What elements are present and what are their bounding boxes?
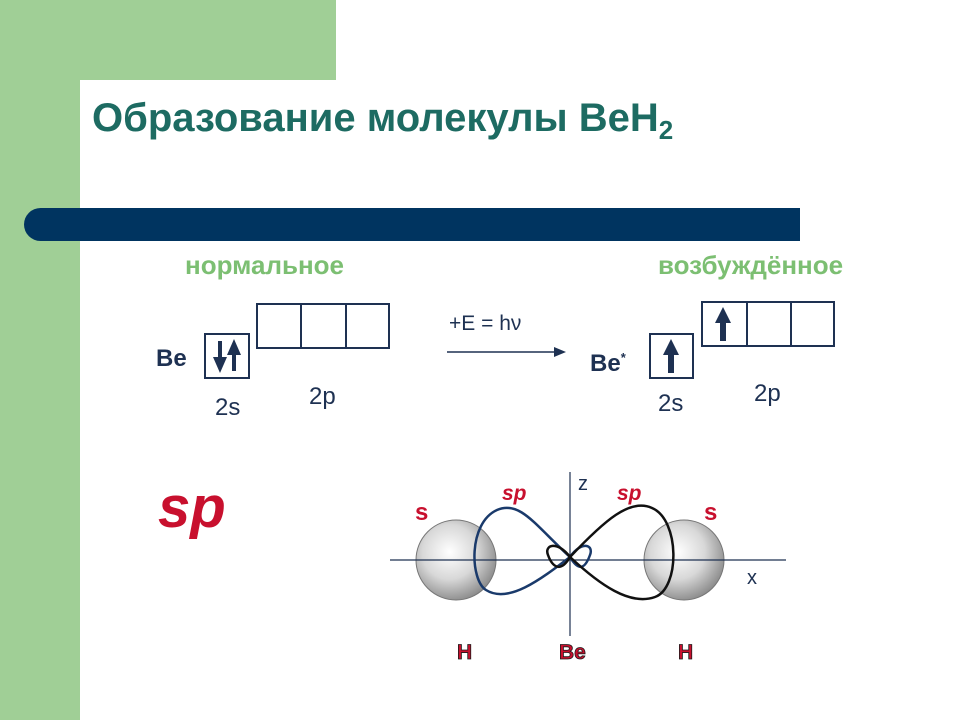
title-subscript: 2 bbox=[658, 115, 674, 145]
slide-title: Образование молекулы BeH2 bbox=[92, 96, 674, 145]
z-axis-label: z bbox=[578, 473, 588, 495]
excited-2p-cell bbox=[703, 303, 748, 345]
transition-label: +E = hν bbox=[449, 312, 522, 335]
title-divider-bar bbox=[24, 208, 800, 241]
be-excited-symbol: Be* bbox=[590, 350, 626, 377]
sp-label-left: sp bbox=[502, 482, 527, 505]
excited-mark: * bbox=[620, 350, 626, 365]
normal-2p-label: 2p bbox=[309, 383, 336, 410]
sp-lobe-right bbox=[568, 504, 675, 601]
green-side-strip bbox=[0, 0, 80, 720]
excited-2s-box bbox=[649, 333, 694, 379]
excited-2p-boxes bbox=[701, 301, 835, 347]
up-electron-icon bbox=[663, 339, 679, 373]
normal-2p-boxes bbox=[256, 303, 390, 349]
excited-state-label: возбуждённое bbox=[658, 250, 844, 280]
h-atom-left: H bbox=[457, 641, 472, 664]
s-label-right: s bbox=[704, 499, 717, 526]
h-atom-right: H bbox=[678, 641, 693, 664]
normal-state-label: нормальное bbox=[185, 250, 345, 280]
paired-electrons-icon bbox=[213, 339, 241, 373]
sp-small-lobe-right bbox=[546, 544, 572, 568]
green-top-block bbox=[0, 0, 336, 80]
normal-2s-box bbox=[204, 333, 250, 379]
x-axis-label: x bbox=[747, 567, 757, 589]
normal-2p-cell bbox=[258, 305, 302, 347]
normal-2s-label: 2s bbox=[215, 394, 241, 421]
excited-2p-cell bbox=[748, 303, 792, 345]
normal-2p-cell bbox=[302, 305, 347, 347]
excited-2s-label: 2s bbox=[658, 390, 684, 417]
sp-lobe-left bbox=[473, 506, 572, 596]
hybridization-label: sp bbox=[158, 475, 226, 540]
be-atom-center: Be bbox=[559, 641, 586, 664]
be-symbol: Be bbox=[156, 345, 187, 372]
s-label-left: s bbox=[415, 499, 428, 526]
sp-small-lobe-left bbox=[568, 544, 593, 568]
sp-label-right: sp bbox=[617, 482, 642, 505]
excited-2p-label: 2p bbox=[754, 380, 781, 407]
content-panel bbox=[80, 80, 960, 720]
up-electron-icon bbox=[715, 307, 731, 341]
